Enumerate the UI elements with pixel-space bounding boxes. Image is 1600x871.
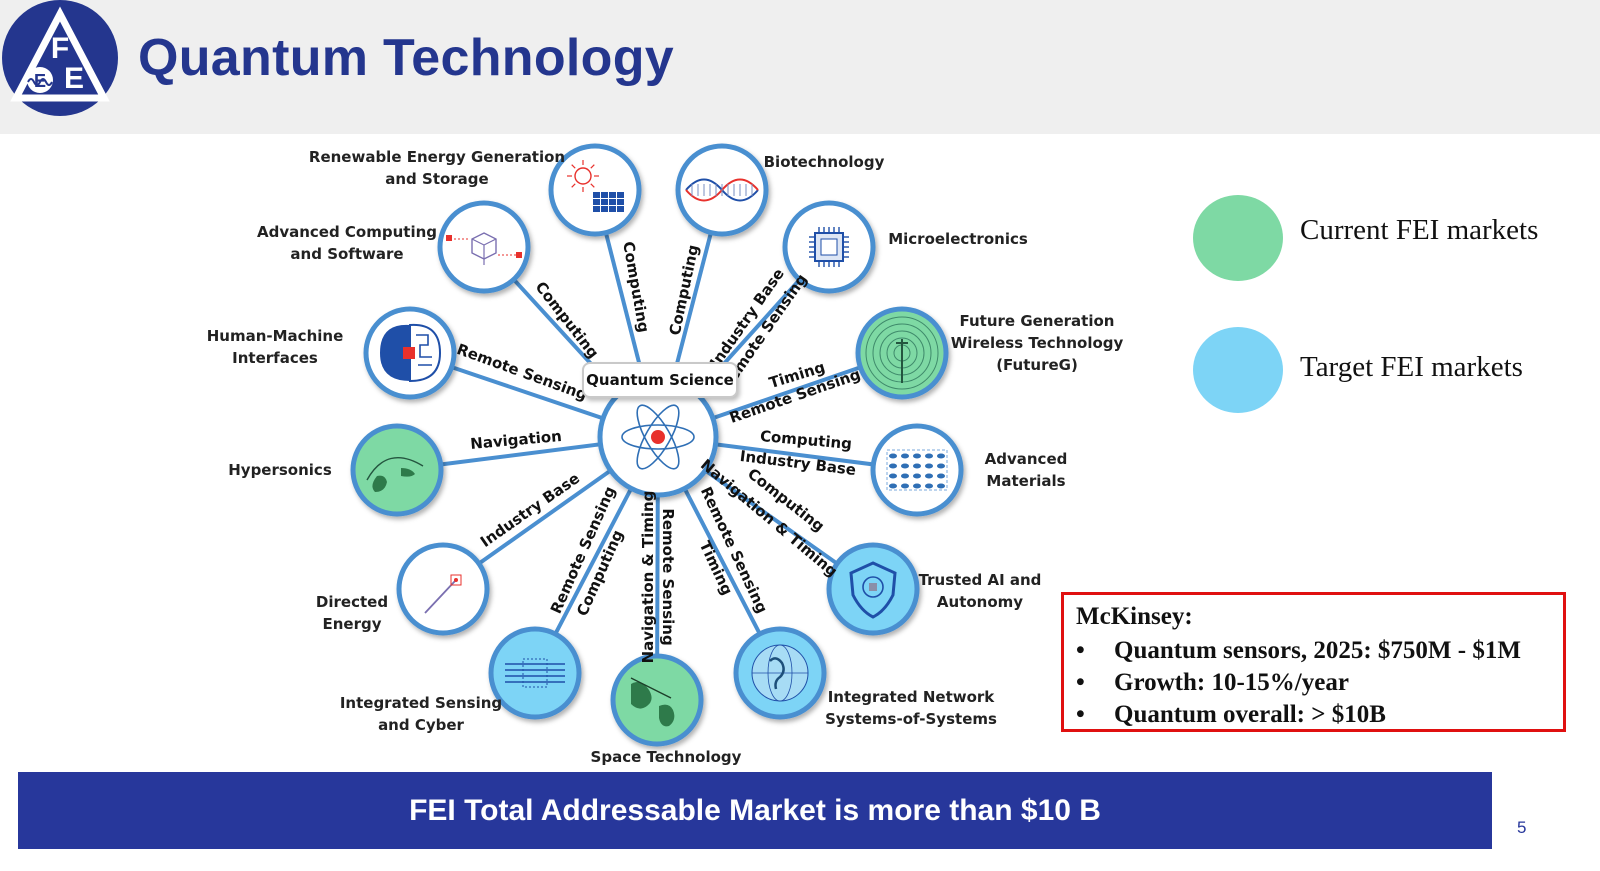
market-node-materials <box>870 423 964 517</box>
market-node-trusted-ai <box>826 542 920 636</box>
connector-label-space: Remote Sensing <box>659 508 677 646</box>
node-label-biotech: Biotechnology <box>763 153 885 171</box>
market-node-microelectronics <box>782 200 876 294</box>
quantum-science-label: Quantum Science <box>582 362 738 398</box>
missile-trajectory-icon <box>366 457 424 492</box>
list-item: •Quantum overall: > $10B <box>1076 701 1386 728</box>
market-node-sensing-cyber <box>488 626 582 720</box>
legend-current-swatch <box>1193 195 1283 281</box>
node-label-microelectronics: Microelectronics <box>888 230 1028 248</box>
slide-header: F E E Quantum Technology <box>0 0 1600 134</box>
satellite-earth-icon <box>630 677 675 727</box>
market-node-hmi <box>363 306 457 400</box>
circuit-lines-icon <box>505 658 565 688</box>
market-node-adv-computing <box>437 200 531 294</box>
mckinsey-title: McKinsey: <box>1076 603 1193 630</box>
market-node-network <box>733 626 827 720</box>
solar-panel-icon <box>567 160 624 212</box>
dna-icon <box>685 178 759 202</box>
market-node-space <box>610 653 704 747</box>
node-label-hypersonics: Hypersonics <box>228 461 332 479</box>
fee-logo-icon: F E E <box>2 0 118 116</box>
svg-text:E: E <box>64 62 84 95</box>
node-label-space: Space Technology <box>590 748 742 766</box>
market-node-hypersonics <box>350 423 444 517</box>
market-node-renewable <box>548 143 642 237</box>
slide-title: Quantum Technology <box>138 29 674 87</box>
mckinsey-callout: McKinsey: •Quantum sensors, 2025: $750M … <box>1061 592 1566 732</box>
brain-icon <box>380 323 442 383</box>
page-number: 5 <box>1517 818 1527 837</box>
market-node-directed-energy <box>396 542 490 636</box>
atom-icon <box>621 404 695 470</box>
market-node-biotech <box>675 143 769 237</box>
banner-text: FEI Total Addressable Market is more tha… <box>409 794 1101 827</box>
legend-target-swatch <box>1193 327 1283 413</box>
connector-label-space: Navigation & Timing <box>639 490 657 664</box>
material-lattice-icon <box>886 449 948 491</box>
chip-icon <box>809 227 849 267</box>
svg-text:F: F <box>51 32 69 65</box>
globe-network-icon <box>751 644 809 702</box>
mckinsey-list: •Quantum sensors, 2025: $750M - $1M •Gro… <box>1076 635 1521 731</box>
shield-brain-icon <box>849 561 897 619</box>
list-item: •Quantum sensors, 2025: $750M - $1M <box>1076 637 1521 664</box>
laser-beam-icon <box>424 574 462 614</box>
legend-current-label: Current FEI markets <box>1300 214 1539 246</box>
list-item: •Growth: 10-15%/year <box>1076 669 1349 696</box>
market-node-futureg <box>855 306 949 400</box>
cube-network-icon <box>446 232 522 265</box>
legend-target-label: Target FEI markets <box>1300 351 1523 383</box>
antenna-tower-icon <box>865 316 939 390</box>
quantum-market-diagram <box>350 143 964 747</box>
tam-banner: FEI Total Addressable Market is more tha… <box>18 772 1492 849</box>
